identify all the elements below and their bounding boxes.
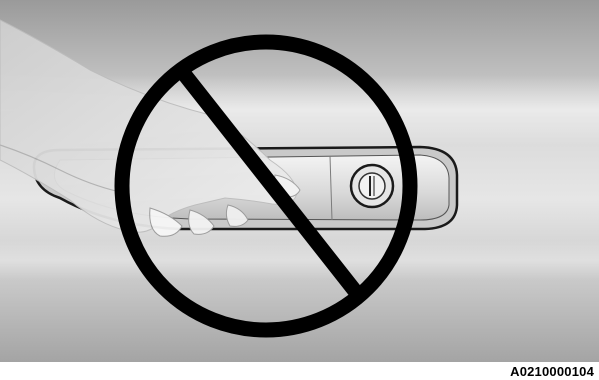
door-highlight-band-lower — [0, 240, 599, 280]
door-handle-illustration — [0, 0, 599, 362]
figure-reference-code: A0210000104 — [508, 364, 596, 379]
key-cylinder-icon — [351, 165, 393, 207]
